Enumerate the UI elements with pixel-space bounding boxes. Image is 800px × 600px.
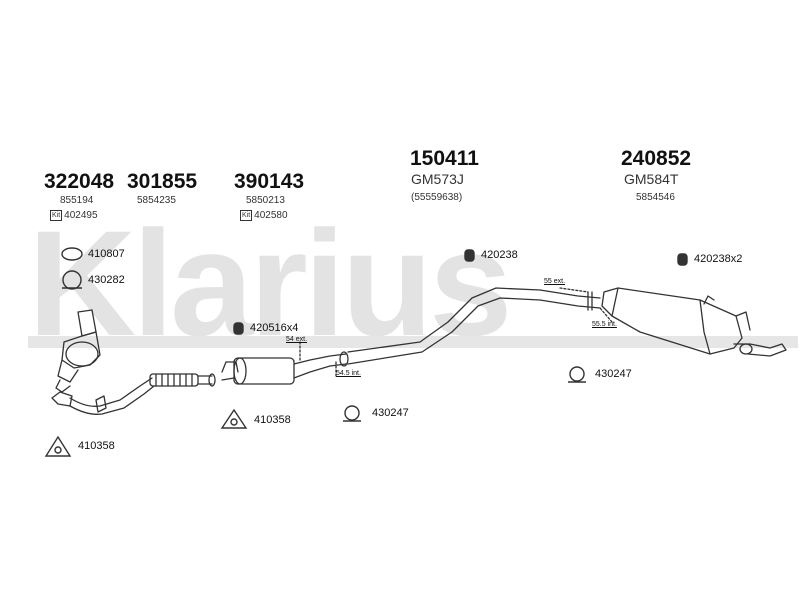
oe-number: 5854235	[137, 195, 176, 206]
fitting-label: 420238x2	[694, 253, 743, 265]
measurement-label: 55.5 int.	[592, 321, 617, 328]
fitting-label: 420238	[481, 249, 518, 261]
rubber-mount-icon	[677, 253, 688, 266]
part-number-301855: 301855	[127, 170, 198, 193]
front-pipe-part	[51, 377, 155, 415]
kit-number: Kit 402495	[50, 209, 98, 221]
kit-number: Kit 402580	[240, 209, 288, 221]
measurement-label: 55 ext.	[544, 278, 566, 285]
intermediate-pipe-part	[339, 287, 601, 367]
part-number-390143: 390143	[234, 170, 305, 193]
triangle-gasket-icon	[220, 408, 248, 429]
rubber-mount-icon	[233, 322, 244, 335]
fitting-label: 420516x4	[250, 322, 299, 334]
fitting-label: 410358	[78, 440, 115, 452]
fitting-label: 430247	[595, 368, 632, 380]
part-number-322048: 322048	[44, 170, 115, 193]
kit-icon: Kit	[50, 210, 63, 221]
measurement-label: 54.5 int.	[336, 370, 361, 377]
clamp-icon	[343, 405, 361, 422]
part-number-150411: 150411	[410, 147, 479, 170]
rubber-mount-icon	[464, 249, 475, 262]
flexi-pipe-part	[149, 373, 216, 387]
clamp-icon	[568, 366, 586, 383]
fitting-label: 430247	[372, 407, 409, 419]
rear-silencer-part	[601, 287, 787, 357]
fitting-label: 410358	[254, 414, 291, 426]
part-number-240852: 240852	[621, 147, 692, 170]
measurement-label: 54 ext.	[286, 336, 308, 343]
catalytic-converter-part	[55, 309, 101, 393]
oe-number-secondary: (55559638)	[411, 192, 463, 203]
watermark-bar	[28, 336, 798, 348]
triangle-gasket-icon	[44, 435, 72, 457]
centre-silencer-part	[221, 353, 347, 385]
fitting-label: 410807	[88, 248, 125, 260]
oe-number: 855194	[60, 195, 94, 206]
oe-number-secondary: 5854546	[636, 192, 675, 203]
fitting-label: 430282	[88, 274, 125, 286]
oe-number: GM573J	[411, 171, 464, 187]
gasket-ring-icon	[61, 247, 83, 261]
oe-number: 5850213	[246, 195, 285, 206]
oe-number: GM584T	[624, 171, 679, 187]
kit-icon: Kit	[240, 210, 253, 221]
clamp-icon	[62, 270, 82, 290]
